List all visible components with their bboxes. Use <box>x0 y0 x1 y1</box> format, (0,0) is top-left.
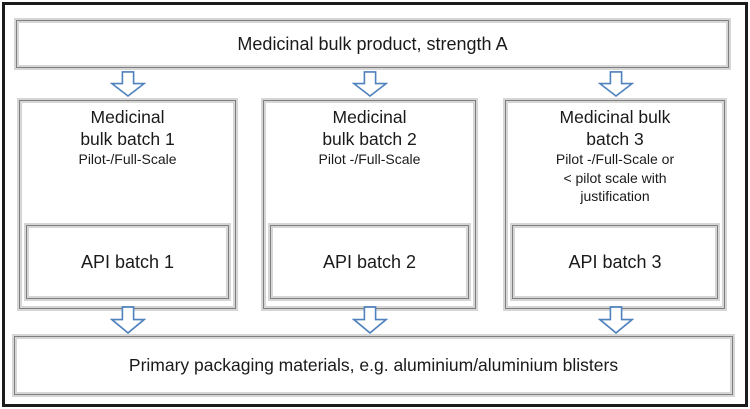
title-line: Medicinal <box>90 107 165 127</box>
bulk-batch-1-title: Medicinal bulk batch 1 <box>20 101 235 150</box>
down-arrow-icon <box>352 306 388 334</box>
bulk-batch-3-box: Medicinal bulk batch 3 Pilot -/Full-Scal… <box>505 100 725 309</box>
api-batch-3-label: API batch 3 <box>568 251 662 272</box>
down-arrow-icon <box>352 71 388 97</box>
down-arrow-icon <box>598 71 634 97</box>
down-arrow-icon <box>598 306 634 334</box>
down-arrow-icon <box>110 71 146 97</box>
medicinal-bulk-product-label: Medicinal bulk product, strength A <box>237 33 508 54</box>
title-line: batch 3 <box>586 129 644 149</box>
bulk-batch-3-title: Medicinal bulk batch 3 <box>506 101 724 150</box>
title-line: bulk batch 2 <box>322 129 417 149</box>
scale-note-line: < pilot scale with <box>563 169 667 186</box>
bulk-batch-3-scale-note: Pilot -/Full-Scale or < pilot scale with… <box>506 150 724 206</box>
api-batch-2-box: API batch 2 <box>270 225 469 299</box>
scale-note-line: Pilot -/Full-Scale or <box>555 151 675 167</box>
primary-packaging-box: Primary packaging materials, e.g. alumin… <box>14 336 733 395</box>
title-line: Medicinal bulk <box>559 107 671 127</box>
api-batch-3-box: API batch 3 <box>512 225 718 299</box>
title-line: Medicinal <box>332 107 407 127</box>
bulk-batch-1-box: Medicinal bulk batch 1 Pilot-/Full-Scale… <box>19 100 236 309</box>
scale-note-line: Pilot -/Full-Scale <box>318 151 421 167</box>
api-batch-1-label: API batch 1 <box>80 251 175 272</box>
primary-packaging-label: Primary packaging materials, e.g. alumin… <box>128 355 619 375</box>
medicinal-bulk-product-box: Medicinal bulk product, strength A <box>16 20 729 68</box>
down-arrow-icon <box>110 306 146 334</box>
bulk-batch-2-title: Medicinal bulk batch 2 <box>264 101 475 150</box>
scale-note-line: justification <box>580 188 650 204</box>
bulk-batch-1-scale-note: Pilot-/Full-Scale <box>20 150 235 169</box>
api-batch-1-box: API batch 1 <box>26 225 229 299</box>
bulk-batch-2-box: Medicinal bulk batch 2 Pilot -/Full-Scal… <box>263 100 476 309</box>
scale-note-line: Pilot-/Full-Scale <box>78 151 177 167</box>
api-batch-2-label: API batch 2 <box>322 251 417 272</box>
title-line: bulk batch 1 <box>80 129 175 149</box>
bulk-batch-2-scale-note: Pilot -/Full-Scale <box>264 150 475 169</box>
